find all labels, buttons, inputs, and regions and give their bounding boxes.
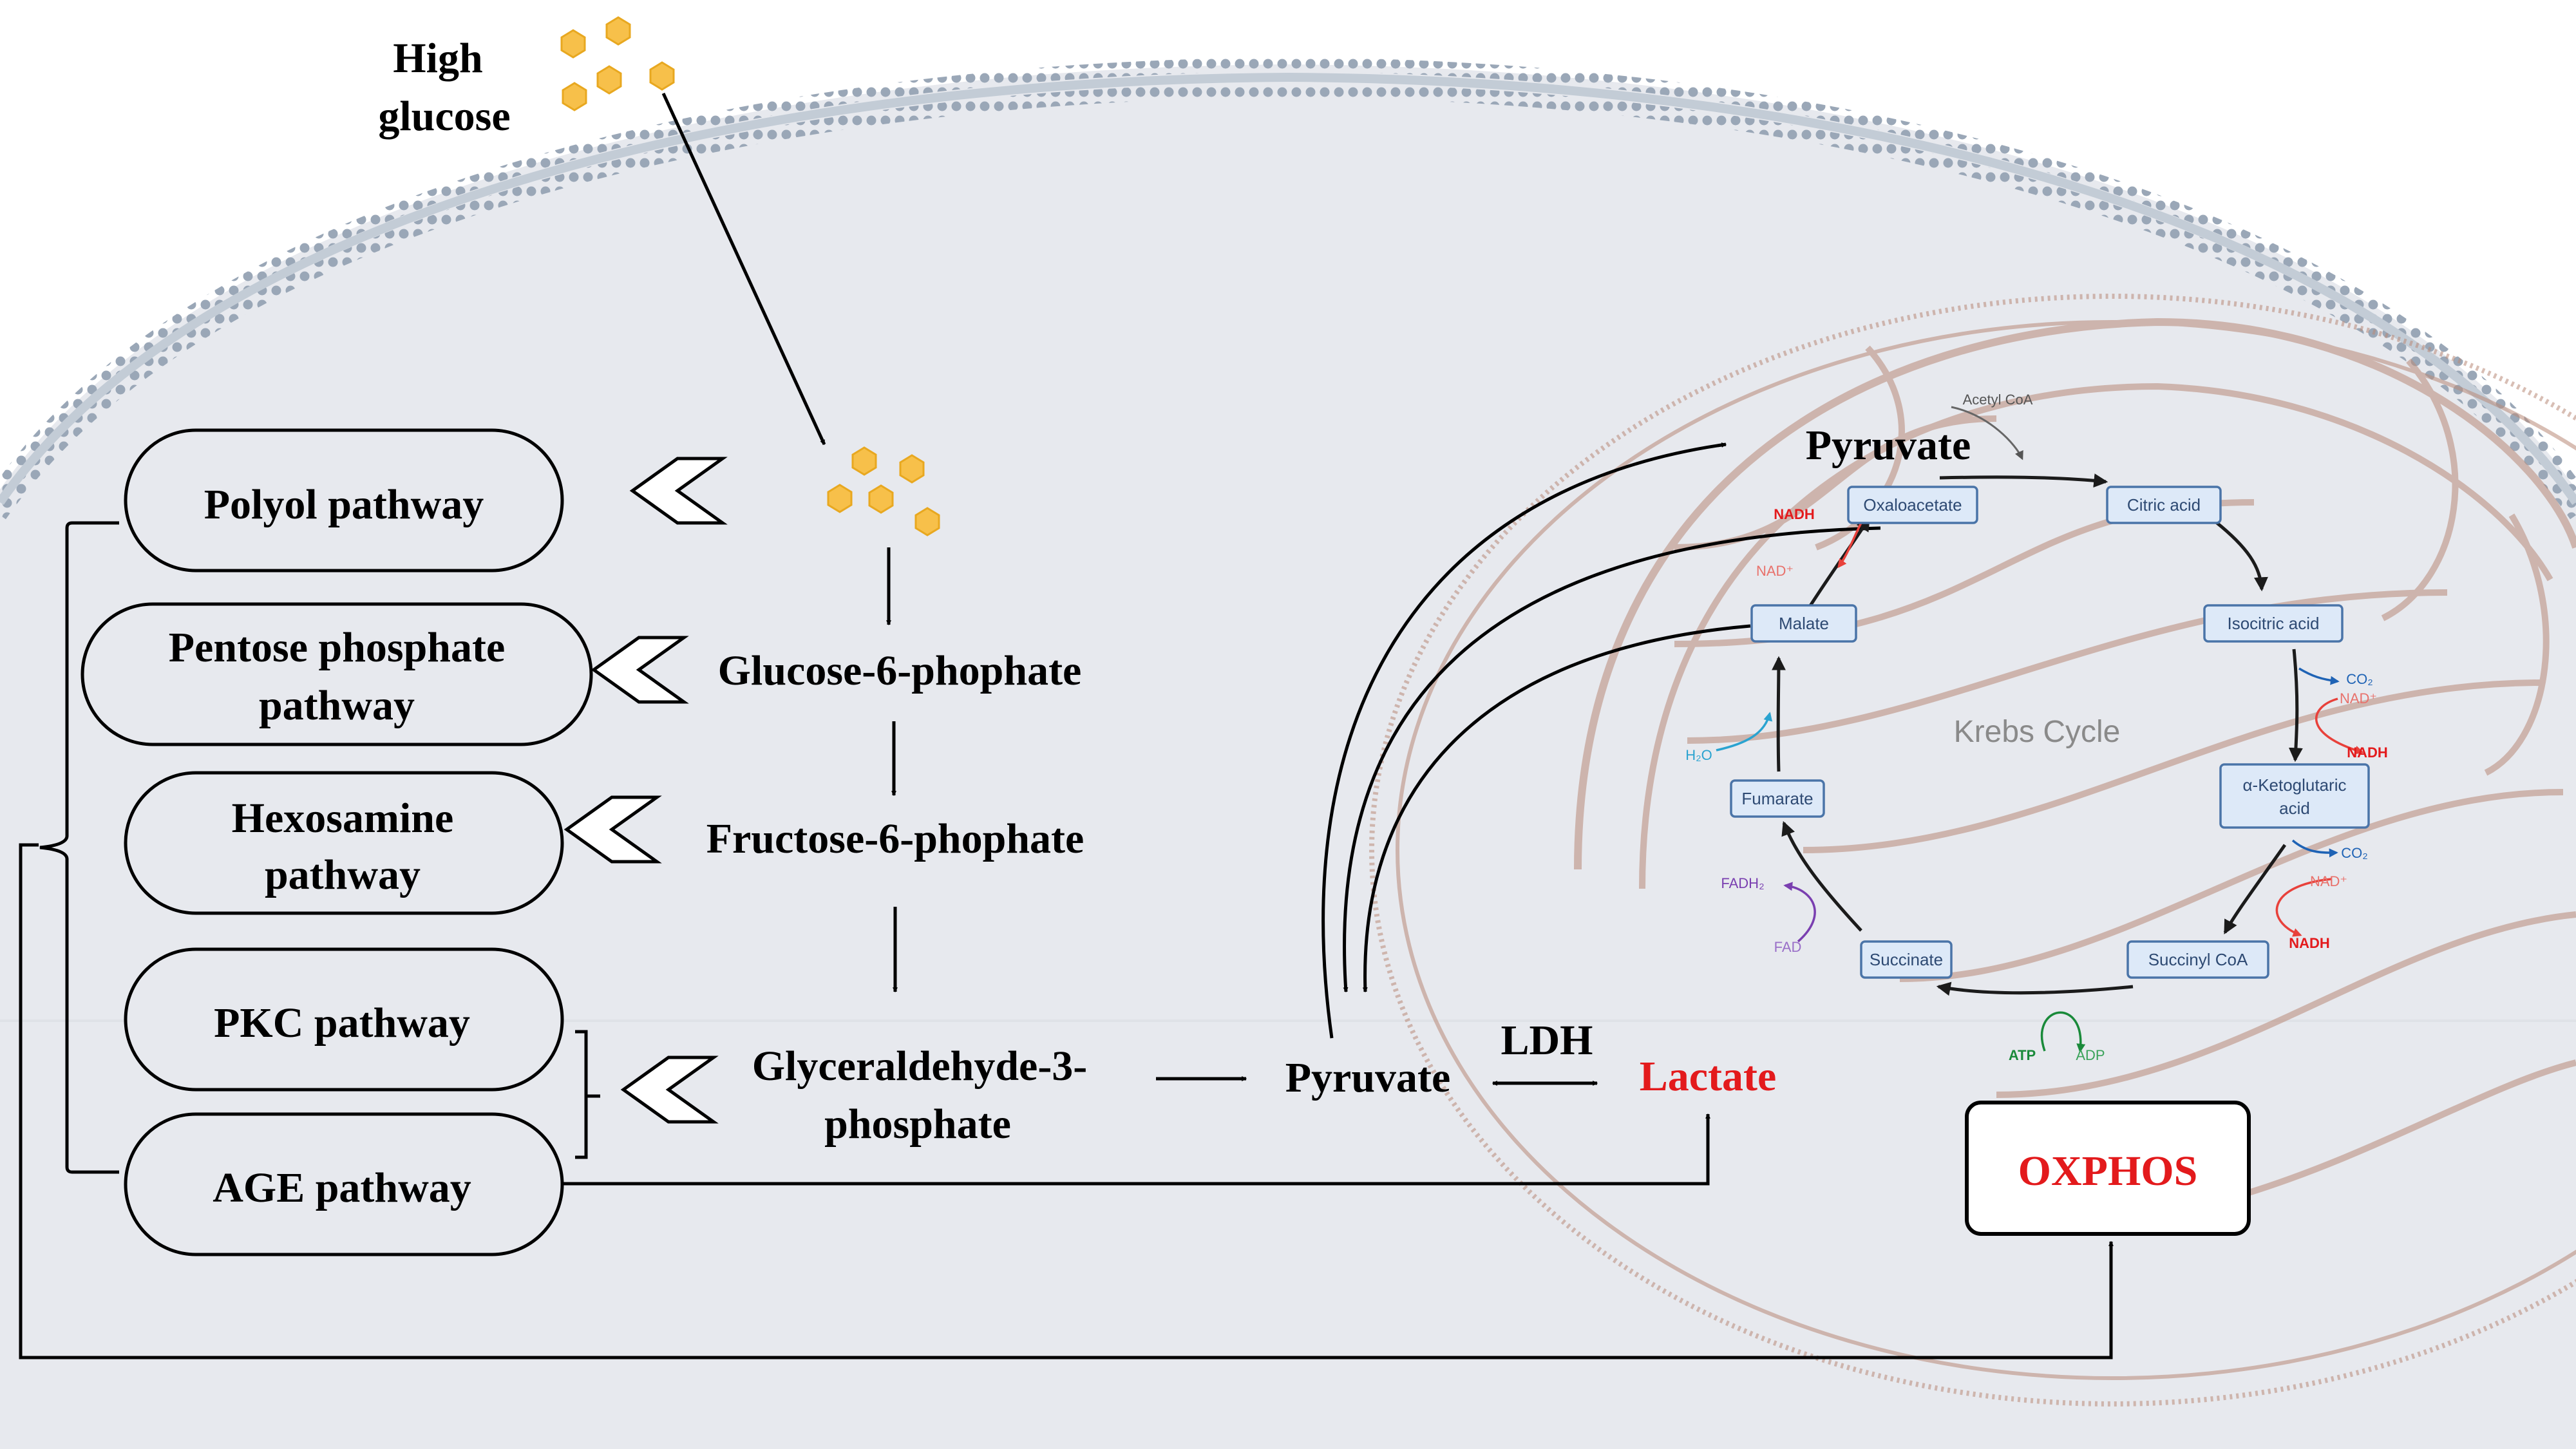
pyruvate-label: Pyruvate (1285, 1054, 1451, 1101)
acetyl-coa-label: Acetyl CoA (1963, 392, 2033, 408)
ldh-label: LDH (1501, 1017, 1593, 1064)
fumarate-label: Fumarate (1741, 789, 1813, 808)
mito-to-pyruvate-arrow-1 (1343, 526, 1881, 993)
oxphos-box (1965, 1101, 2251, 1236)
lactate-label: Lactate (1640, 1053, 1777, 1100)
age-to-lactate-arrow (562, 1113, 1710, 1186)
high-glucose-label-2: glucose (378, 93, 510, 140)
glucose-hexagon-icon (914, 507, 940, 536)
pkc-pathway-box (124, 947, 564, 1092)
chevron-left-icon (564, 795, 662, 864)
flow-arrows (19, 92, 2114, 1359)
succinyl-coa-box (2126, 940, 2269, 979)
glucose-entry-arrow (661, 92, 826, 446)
chevron-left-icon (629, 457, 728, 525)
mito-to-pyruvate-arrow-2 (1362, 624, 1751, 993)
hexosamine-pathway-label-2: pathway (265, 851, 421, 898)
nadh-label-oxaloacetate: NADH (1774, 506, 1815, 522)
h2o-label: H₂O (1685, 747, 1712, 763)
fumarate-box (1730, 779, 1825, 818)
glucose-inside (827, 446, 940, 536)
glucose-hexagon-icon (851, 446, 877, 476)
co2-label-2: CO₂ (2341, 845, 2368, 861)
atp-label: ATP (2009, 1047, 2036, 1063)
pkc-pathway-label: PKC pathway (214, 999, 470, 1046)
glucose-hexagon-icon (649, 61, 675, 91)
pathway-boxes (80, 428, 593, 1256)
co2-label-1: CO₂ (2346, 671, 2373, 687)
oxphos-label: OXPHOS (2018, 1148, 2198, 1195)
mito-pyruvate-label: Pyruvate (1806, 422, 1971, 469)
hexosamine-pathway-label: Hexosamine (232, 795, 454, 842)
g3p-label: Glyceraldehyde-3- (752, 1043, 1088, 1090)
succinate-label: Succinate (1870, 950, 1943, 969)
pathways-to-oxphos-arrow (19, 843, 2114, 1359)
succinate-box (1860, 940, 1953, 979)
pentose-pathway-label: Pentose phosphate (169, 624, 506, 671)
pentose-pathway-box (80, 602, 593, 746)
glucose-hexagon-icon (596, 65, 622, 95)
cell-membrane (0, 57, 2576, 520)
nad-label-oxaloacetate: NAD⁺ (1756, 563, 1794, 579)
oxaloacetate-label: Oxaloacetate (1863, 495, 1962, 515)
malate-label: Malate (1779, 614, 1829, 633)
pentose-pathway-label-2: pathway (259, 682, 415, 729)
akg-label-2: acid (2279, 799, 2310, 818)
age-pathway-box (124, 1112, 564, 1256)
succinyl-coa-label: Succinyl CoA (2148, 950, 2248, 969)
malate-box (1750, 604, 1857, 643)
chevron-left-icon (591, 636, 689, 704)
chevrons (564, 457, 728, 1124)
glucose-hexagon-icon (899, 454, 925, 484)
g3p-label-2: phosphate (824, 1101, 1011, 1148)
krebs-cycle-title: Krebs Cycle (1954, 715, 2121, 749)
hexosamine-pathway-box (124, 771, 564, 915)
glucose-hexagon-icon (560, 29, 586, 59)
high-glucose-label: High (393, 35, 482, 82)
isocitric-acid-label: Isocitric acid (2227, 614, 2319, 633)
glucose-hexagon-icon (562, 82, 587, 111)
f6p-label: Fructose-6-phophate (706, 815, 1084, 862)
oxaloacetate-box (1847, 486, 1978, 524)
nad-label-2: NAD⁺ (2310, 873, 2347, 889)
citric-acid-box (2106, 486, 2222, 524)
glucose-hexagon-icon (868, 484, 894, 514)
polyol-pathway-box (124, 428, 564, 573)
krebs-metabolite-boxes (1730, 486, 2370, 979)
akg-label: α-Ketoglutaric (2243, 775, 2347, 795)
glucose-hexagon-icon (827, 484, 853, 513)
nadh-label-2: NADH (2289, 935, 2330, 951)
adp-label: ADP (2076, 1047, 2105, 1063)
isocitric-acid-box (2203, 604, 2344, 643)
brackets (39, 521, 600, 1174)
citric-acid-label: Citric acid (2127, 495, 2201, 515)
krebs-cycle: Krebs Cycle (1685, 392, 2388, 1063)
akg-box (2219, 763, 2370, 829)
glucose-outside (560, 16, 675, 111)
nadh-label-1: NADH (2347, 744, 2388, 761)
pyruvate-to-mito-arrow-1 (1321, 442, 1727, 1039)
right-square-bracket (575, 1030, 600, 1159)
chevron-left-icon (620, 1056, 719, 1124)
glucose-hexagon-icon (605, 16, 631, 46)
nad-label-1: NAD⁺ (2340, 690, 2377, 706)
age-pathway-label: AGE pathway (213, 1164, 471, 1211)
left-curly-bracket (39, 521, 119, 1174)
polyol-pathway-label: Polyol pathway (204, 481, 484, 528)
fad-label: FAD (1774, 939, 1802, 955)
fadh2-label: FADH₂ (1721, 875, 1764, 891)
g6p-label: Glucose-6-phophate (718, 647, 1082, 694)
